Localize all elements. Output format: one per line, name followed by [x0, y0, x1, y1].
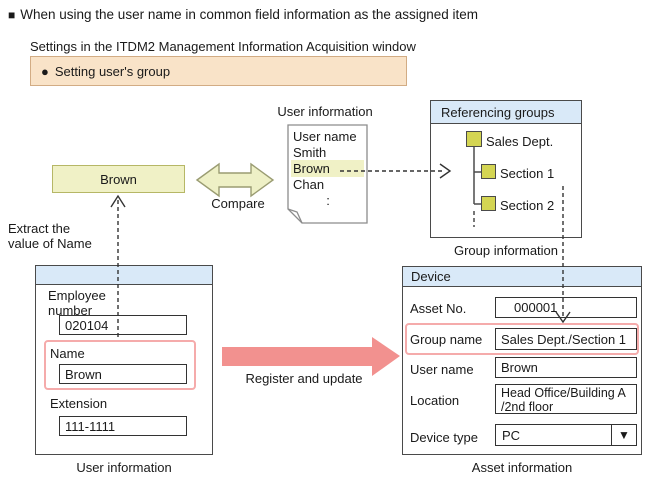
employee-number-field: 020104 — [59, 315, 187, 335]
setting-users-group-banner: ● Setting user's group — [30, 56, 407, 86]
user-list-header: User name — [293, 129, 357, 144]
extension-field: 111-1111 — [59, 416, 187, 436]
employee-number-value: 020104 — [65, 317, 109, 333]
group-tree-child-label-highlighted: Section 1 — [500, 166, 555, 181]
register-and-update-label: Register and update — [245, 371, 363, 386]
referencing-groups-title: Referencing groups — [441, 104, 555, 120]
list-ellipsis: : — [326, 193, 330, 208]
settings-subtitle: Settings in the ITDM2 Management Informa… — [30, 39, 416, 54]
device-type-dropdown: PC ▼ — [495, 424, 637, 446]
group-name-value: Sales Dept./Section 1 — [501, 331, 627, 347]
extracted-value-box: Brown — [52, 165, 185, 193]
group-name-emphasis-outline — [405, 323, 639, 355]
user-information-caption: User information — [76, 460, 172, 475]
employee-number-label: Employee number — [48, 288, 106, 318]
user-list-item-highlighted: Brown — [293, 161, 330, 176]
location-value: Head Office/Building A /2nd floor — [501, 385, 626, 414]
user-name-label: User name — [410, 362, 474, 377]
extension-label: Extension — [50, 396, 108, 411]
group-name-field: Sales Dept./Section 1 — [495, 328, 637, 350]
user-name-value: Brown — [501, 360, 538, 375]
extracted-value: Brown — [100, 171, 137, 187]
user-list-title: User information — [277, 104, 373, 119]
group-tree-child-label: Section 2 — [500, 198, 555, 213]
group-tree-root-label: Sales Dept. — [486, 134, 554, 149]
section-square-bullet-icon: ■ — [8, 8, 16, 22]
device-type-label: Device type — [410, 430, 478, 445]
group-node-icon — [481, 164, 496, 179]
circle-bullet-icon: ● — [41, 63, 49, 79]
setting-banner-label: Setting user's group — [54, 63, 171, 79]
page-title: ■When using the user name in common fiel… — [8, 7, 478, 22]
referencing-groups-titlebar: Referencing groups — [431, 101, 581, 124]
user-window-titlebar — [36, 266, 212, 285]
name-field-emphasis-outline — [44, 340, 196, 390]
dropdown-arrow-icon: ▼ — [611, 425, 636, 445]
location-label: Location — [410, 393, 460, 408]
group-information-caption: Group information — [453, 243, 559, 258]
asset-information-caption: Asset information — [471, 460, 573, 475]
device-type-value: PC — [502, 427, 521, 443]
compare-double-arrow-icon — [195, 162, 275, 198]
name-label: Name — [50, 346, 85, 361]
user-list-item: Smith — [293, 145, 327, 160]
document-fold-icon — [287, 208, 303, 224]
extension-value: 111-1111 — [65, 418, 116, 434]
name-field: Brown — [59, 364, 187, 384]
name-value: Brown — [65, 366, 102, 382]
group-node-icon — [481, 196, 496, 211]
user-list-item: Chan — [293, 177, 325, 192]
up-open-arrowhead-icon — [110, 194, 126, 208]
device-window-title: Device — [411, 269, 451, 284]
device-window-titlebar: Device — [403, 267, 641, 287]
location-field: Head Office/Building A /2nd floor — [495, 384, 637, 414]
asset-no-label: Asset No. — [410, 301, 467, 316]
extract-value-label: Extract the value of Name — [8, 221, 92, 251]
asset-no-field: 000001 — [495, 297, 637, 318]
asset-no-value: 000001 — [514, 300, 558, 315]
compare-label: Compare — [211, 196, 265, 211]
referencing-groups-window: Referencing groups — [430, 100, 582, 238]
group-node-icon — [466, 131, 482, 147]
group-name-label: Group name — [410, 332, 483, 347]
user-name-list: User name Smith Brown Chan : — [293, 129, 363, 209]
user-name-field: Brown — [495, 357, 637, 378]
